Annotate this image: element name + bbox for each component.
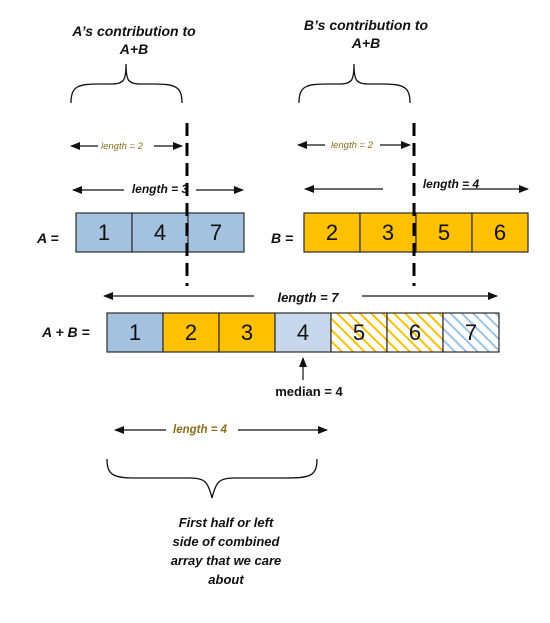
- b-small-length-label: length = 2: [331, 140, 374, 151]
- caption-line-4: about: [208, 572, 244, 587]
- b-array-label: B =: [271, 230, 293, 246]
- b-contribution-brace: [298, 63, 411, 104]
- combined-cell-0: [106, 312, 164, 353]
- a-contribution-heading-2: A+B: [119, 41, 148, 57]
- combined-value-0: 1: [129, 320, 141, 345]
- first-half-brace: [106, 458, 318, 499]
- combined-value-2: 3: [241, 320, 253, 345]
- array-a-value-2: 7: [210, 220, 222, 245]
- a-contribution-heading: A’s contribution to: [71, 23, 196, 39]
- combined-array: 1 2 3 4 5 6 7: [106, 312, 500, 353]
- combined-value-5: 6: [409, 320, 421, 345]
- array-b-value-0: 2: [326, 220, 338, 245]
- caption-line-2: side of combined: [173, 534, 281, 549]
- array-a-cell-0: [75, 212, 133, 253]
- array-a-cell-1: [131, 212, 189, 253]
- array-b: 2 3 5 6: [303, 212, 529, 253]
- array-a-value-1: 4: [154, 220, 166, 245]
- array-b-value-2: 5: [438, 220, 450, 245]
- a-array-label: A =: [36, 230, 59, 246]
- combined-value-3: 4: [297, 320, 309, 345]
- combined-value-1: 2: [185, 320, 197, 345]
- combined-array-label: A + B =: [41, 324, 90, 340]
- combined-cell-2: [218, 312, 276, 353]
- b-length-label: length = 4: [423, 177, 480, 191]
- combined-value-6: 7: [465, 320, 477, 345]
- combined-cell-4: [330, 312, 388, 353]
- array-b-cell-3: [471, 212, 529, 253]
- combined-cell-6: [442, 312, 500, 353]
- array-b-value-3: 6: [494, 220, 506, 245]
- b-contribution-heading-2: A+B: [351, 35, 380, 51]
- caption-line-3: array that we care: [171, 553, 282, 568]
- a-small-length-label: length = 2: [101, 141, 144, 152]
- array-b-value-1: 3: [382, 220, 394, 245]
- array-b-cell-2: [415, 212, 473, 253]
- median-label: median = 4: [275, 384, 343, 399]
- a-length-label: length = 3: [132, 182, 189, 196]
- combined-cell-5: [386, 312, 444, 353]
- combined-value-4: 5: [353, 320, 365, 345]
- combined-length-label: length = 7: [277, 290, 339, 305]
- array-a-cell-2: [187, 212, 245, 253]
- array-a-value-0: 1: [98, 220, 110, 245]
- b-contribution-heading: B’s contribution to: [304, 17, 429, 33]
- a-contribution-brace: [70, 63, 183, 104]
- array-a: 1 4 7: [75, 212, 245, 253]
- half-length-label: length = 4: [173, 424, 228, 436]
- caption-line-1: First half or left: [179, 515, 274, 530]
